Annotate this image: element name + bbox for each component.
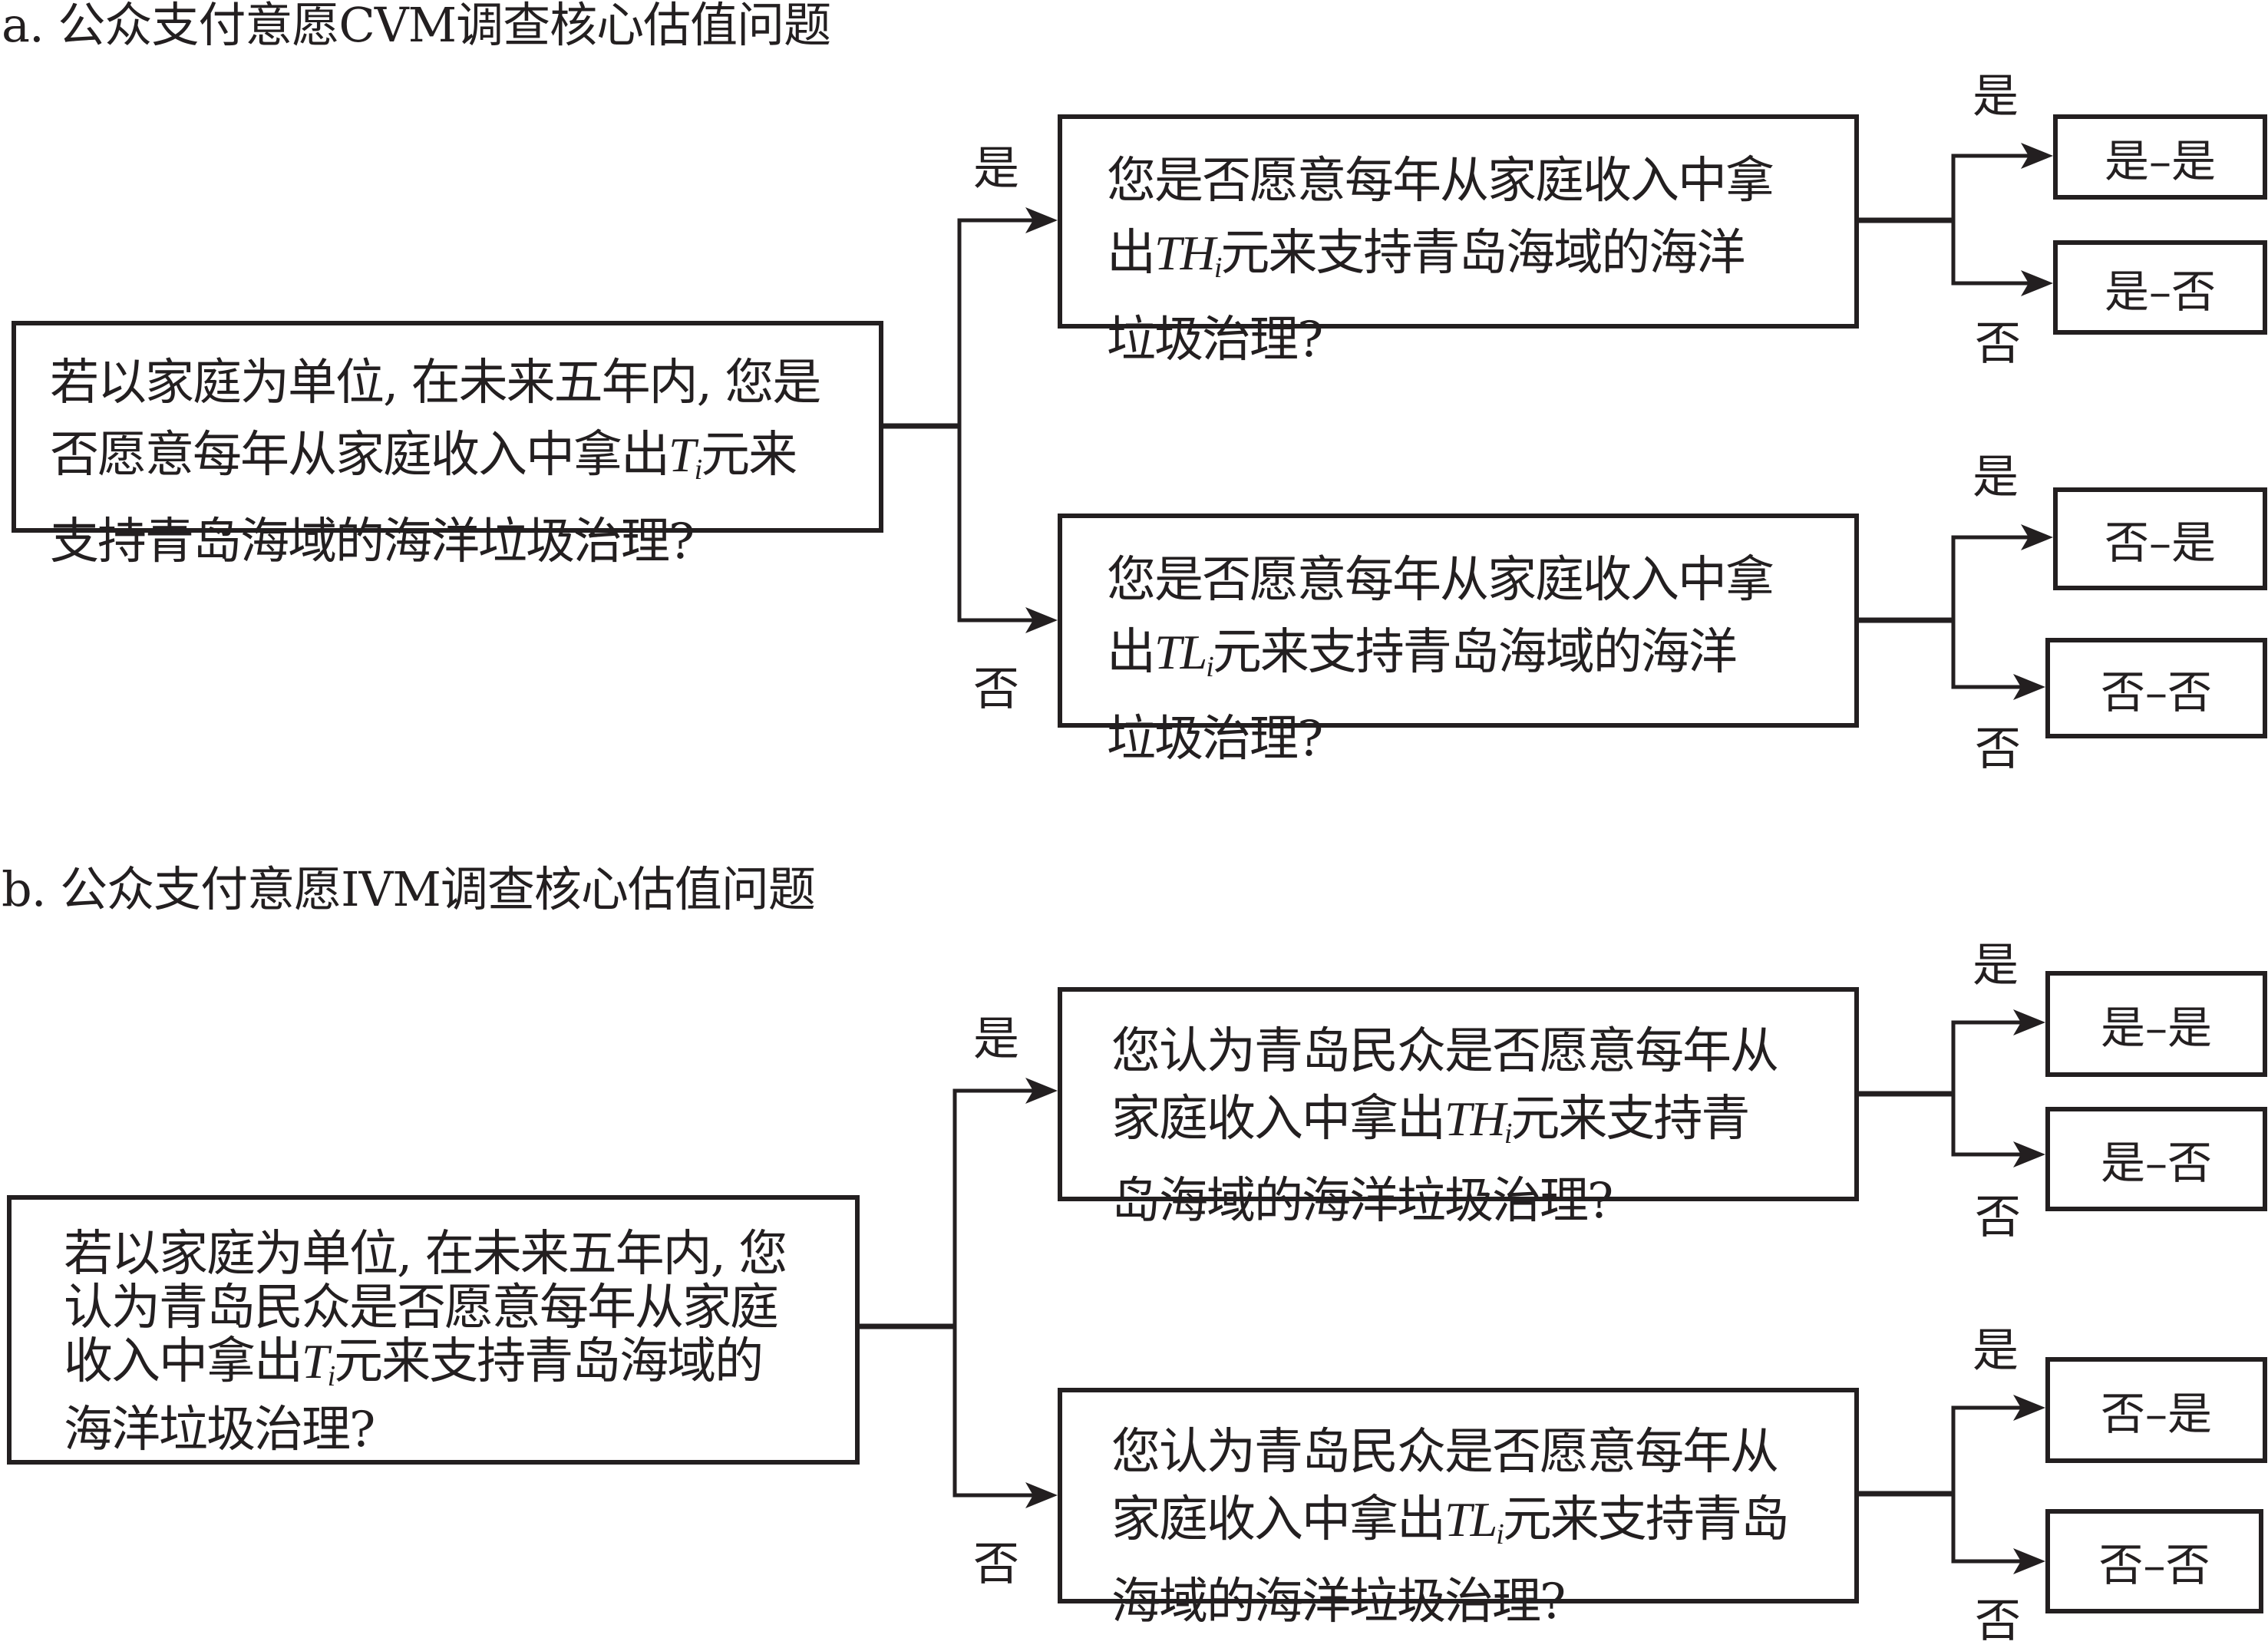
outcome-yes-yes: 是–是: [2053, 114, 2267, 200]
branch-label-no: 否: [973, 1537, 1019, 1591]
panel-a-title: a. 公众支付意愿CVM调查核心估值问题: [2, 0, 831, 53]
question-line: 认为青岛民众是否愿意每年从家庭: [64, 1280, 779, 1336]
question-line: 收入中拿出Ti元来支持青岛海域的: [64, 1333, 764, 1393]
question-line: 若以家庭为单位, 在未来五年内, 您: [64, 1226, 787, 1283]
outcome-branch-label-no: 否: [1975, 317, 2021, 371]
arrowhead-icon: [1025, 607, 1058, 633]
panel-a-yes-followup-text: 您是否愿意每年从家庭收入中拿 出THi元来支持青岛海域的海洋 垃圾治理?: [1107, 145, 1774, 376]
arrowhead-icon: [2021, 524, 2053, 550]
outcome-branch-label-yes: 是: [1973, 451, 2019, 504]
question-line: 垃圾治理?: [1107, 312, 1323, 368]
outcome-branch-label-yes: 是: [1973, 70, 2019, 124]
outcome-no-yes: 否–是: [2045, 1357, 2267, 1463]
question-line: 出TLi元来支持青岛海域的海洋: [1107, 624, 1738, 683]
outcome-yes-no: 是–否: [2045, 1107, 2267, 1211]
panel-b-title: b. 公众支付意愿IVM调查核心估值问题: [2, 861, 816, 917]
question-line: 支持青岛海域的海洋垃圾治理?: [50, 514, 695, 570]
panel-b-root-question-text: 若以家庭为单位, 在未来五年内, 您 认为青岛民众是否愿意每年从家庭 收入中拿出…: [64, 1226, 787, 1458]
arrowhead-icon: [2013, 1548, 2045, 1574]
question-line: 若以家庭为单位, 在未来五年内, 您是: [50, 355, 821, 411]
arrowhead-icon: [1025, 1482, 1058, 1508]
question-line: 您是否愿意每年从家庭收入中拿: [1107, 153, 1774, 210]
qb-yes-no-arrow: [1951, 1094, 2039, 1157]
outcome-branch-label-yes: 是: [1973, 939, 2019, 992]
question-line: 出THi元来支持青岛海域的海洋: [1107, 225, 1745, 284]
qa-yes-yes-arrow: [1951, 154, 2047, 220]
panel-a-yes-followup-box: 您是否愿意每年从家庭收入中拿 出THi元来支持青岛海域的海洋 垃圾治理?: [1058, 114, 1859, 368]
arrowhead-icon: [2013, 674, 2045, 700]
branch-label-yes: 是: [973, 142, 1019, 196]
root-b-no-arrow: [952, 1326, 1051, 1498]
question-line: 海域的海洋垃圾治理?: [1111, 1574, 1566, 1630]
panel-a-root-question-text: 若以家庭为单位, 在未来五年内, 您是 否愿意每年从家庭收入中拿出Ti元来 支持…: [50, 347, 821, 578]
panel-a-no-followup-text: 您是否愿意每年从家庭收入中拿 出TLi元来支持青岛海域的海洋 垃圾治理?: [1107, 544, 1774, 775]
question-line: 家庭收入中拿出TLi元来支持青岛: [1111, 1491, 1790, 1551]
panel-b-root-question-box: 若以家庭为单位, 在未来五年内, 您 认为青岛民众是否愿意每年从家庭 收入中拿出…: [7, 1195, 860, 1465]
arrowhead-icon: [2013, 1009, 2045, 1035]
root-b-yes-arrow: [952, 1088, 1051, 1326]
outcome-branch-label-no: 否: [1975, 1191, 2021, 1244]
question-line: 您认为青岛民众是否愿意每年从: [1111, 1023, 1779, 1080]
root-a-no-arrow: [957, 426, 1051, 623]
panel-b-yes-followup-box: 您认为青岛民众是否愿意每年从 家庭收入中拿出THi元来支持青 岛海域的海洋垃圾治…: [1058, 987, 1859, 1230]
panel-a-root-question-box: 若以家庭为单位, 在未来五年内, 您是 否愿意每年从家庭收入中拿出Ti元来 支持…: [12, 321, 883, 570]
outcome-branch-label-no: 否: [1975, 1594, 2021, 1648]
arrowhead-icon: [1025, 207, 1058, 233]
outcome-branch-label-no: 否: [1975, 722, 2021, 776]
panel-b-no-followup-box: 您认为青岛民众是否愿意每年从 家庭收入中拿出TLi元来支持青岛 海域的海洋垃圾治…: [1058, 1388, 1859, 1630]
question-line: 海洋垃圾治理?: [64, 1402, 375, 1458]
outcome-no-no: 否–否: [2045, 638, 2267, 738]
arrowhead-icon: [1025, 1078, 1058, 1104]
outcome-yes-no: 是–否: [2053, 240, 2267, 335]
arrowhead-icon: [2021, 270, 2053, 296]
qb-yes-yes-arrow: [1951, 1020, 2039, 1094]
qa-yes-no-arrow: [1951, 220, 2047, 286]
arrowhead-icon: [2021, 143, 2053, 169]
question-line: 您认为青岛民众是否愿意每年从: [1111, 1424, 1779, 1481]
question-line: 否愿意每年从家庭收入中拿出Ti元来: [50, 427, 797, 486]
arrowhead-icon: [2013, 1141, 2045, 1167]
root-a-yes-arrow: [957, 218, 1051, 426]
qb-no-no-arrow: [1951, 1494, 2039, 1564]
question-line: 岛海域的海洋垃圾治理?: [1111, 1173, 1613, 1230]
branch-label-yes: 是: [973, 1012, 1019, 1066]
arrowhead-icon: [2013, 1395, 2045, 1421]
qb-no-yes-arrow: [1951, 1405, 2039, 1494]
qa-no-no-arrow: [1951, 620, 2039, 689]
outcome-no-no: 否–否: [2045, 1509, 2263, 1613]
branch-label-no: 否: [973, 662, 1019, 716]
outcome-no-yes: 否–是: [2053, 487, 2267, 590]
outcome-branch-label-yes: 是: [1973, 1324, 2019, 1378]
question-line: 您是否愿意每年从家庭收入中拿: [1107, 552, 1774, 609]
outcome-yes-yes: 是–是: [2045, 971, 2267, 1077]
qa-no-yes-arrow: [1951, 535, 2047, 620]
panel-b-yes-followup-text: 您认为青岛民众是否愿意每年从 家庭收入中拿出THi元来支持青 岛海域的海洋垃圾治…: [1111, 1018, 1779, 1235]
question-line: 家庭收入中拿出THi元来支持青: [1111, 1091, 1750, 1150]
panel-a-no-followup-box: 您是否愿意每年从家庭收入中拿 出TLi元来支持青岛海域的海洋 垃圾治理?: [1058, 514, 1859, 768]
question-line: 垃圾治理?: [1107, 711, 1323, 768]
panel-b-no-followup-text: 您认为青岛民众是否愿意每年从 家庭收入中拿出TLi元来支持青岛 海域的海洋垃圾治…: [1111, 1418, 1790, 1636]
